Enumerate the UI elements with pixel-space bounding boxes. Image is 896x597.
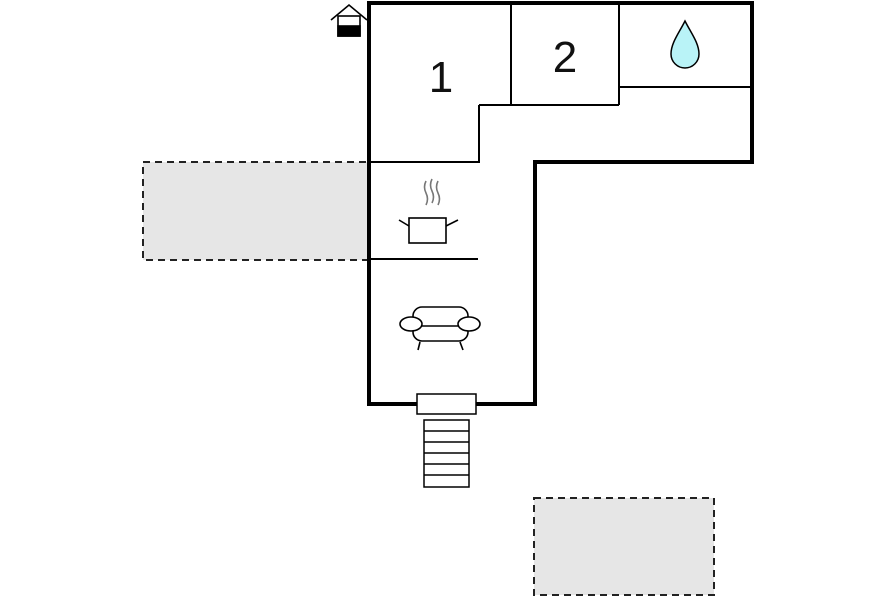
entrance-threshold <box>416 393 477 415</box>
stairs-icon <box>423 419 470 488</box>
water-drop-icon <box>670 19 700 69</box>
terrace-left <box>142 161 370 261</box>
sofa-icon <box>399 306 481 351</box>
interior-walls <box>369 3 752 260</box>
cooking-pot-icon <box>398 178 459 244</box>
room-label-2: 2 <box>553 33 577 82</box>
house-icon <box>330 3 368 37</box>
terrace-bottom <box>533 497 715 596</box>
room-label-1: 1 <box>429 53 453 102</box>
outer-walls <box>367 1 754 406</box>
